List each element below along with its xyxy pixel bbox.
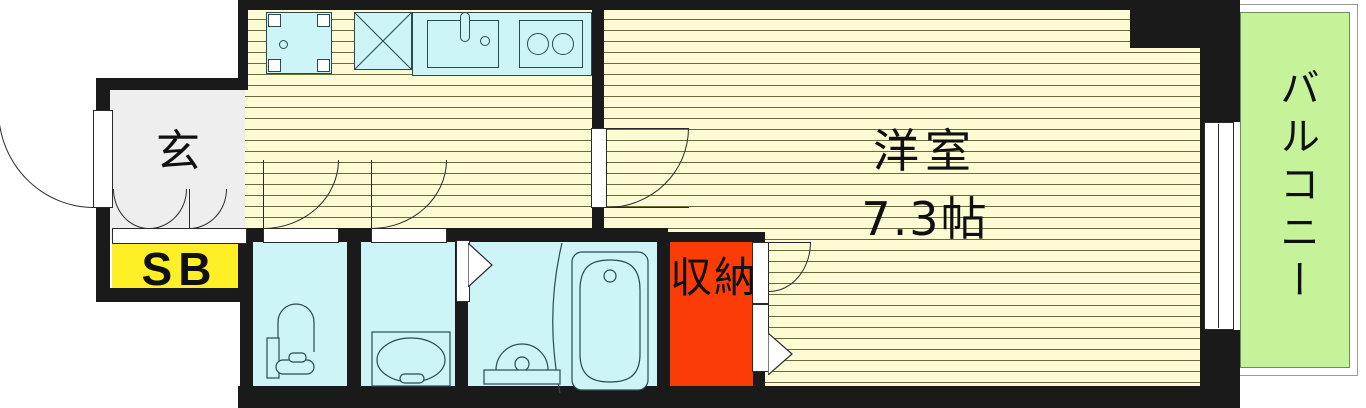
room-door-sill-line bbox=[607, 207, 689, 208]
wall-bathroom-storage bbox=[657, 236, 670, 402]
wall-top-outer bbox=[238, 0, 1240, 10]
washing-machine-foot-br bbox=[317, 59, 330, 72]
refrigerator-space-cross-icon bbox=[354, 12, 412, 70]
washing-machine-drain-icon bbox=[279, 40, 288, 49]
label-storage: 収納 bbox=[670, 253, 759, 302]
washing-machine-foot-bl bbox=[268, 59, 281, 72]
bathroom-door-folding-icon bbox=[468, 243, 493, 287]
bathtub-icon bbox=[571, 251, 649, 391]
wall-genkan-left-top bbox=[96, 78, 110, 112]
wall-right-upper bbox=[1200, 0, 1240, 122]
label-shoe-box: SB bbox=[141, 243, 218, 295]
toilet-bowl-icon bbox=[266, 303, 315, 379]
wall-hallway-bottom bbox=[238, 228, 668, 242]
wall-genkan-bottom bbox=[96, 288, 248, 302]
label-main-room-area: 7.3帖 bbox=[861, 192, 989, 246]
washing-machine-foot-tl bbox=[268, 14, 281, 27]
kitchen-faucet-icon bbox=[460, 12, 470, 42]
shoe-box-door-jamb bbox=[189, 189, 190, 229]
storage-door-head-line bbox=[769, 242, 811, 243]
washroom-door-hinge-line bbox=[371, 160, 372, 229]
wall-right-lower bbox=[1200, 330, 1240, 408]
room-door-head-line bbox=[607, 128, 689, 129]
wall-hallway-room-upper bbox=[592, 8, 604, 128]
entrance-door-leaf[interactable] bbox=[93, 110, 113, 208]
entrance-door-swing-arc bbox=[0, 110, 94, 208]
washing-machine-foot-tr bbox=[317, 14, 330, 27]
wall-storage-top bbox=[663, 232, 758, 242]
balcony-area bbox=[1240, 12, 1350, 368]
wall-genkan-top bbox=[96, 78, 248, 90]
wall-genkan-left-bottom bbox=[96, 206, 110, 302]
storage-door-2-folding-icon bbox=[768, 333, 793, 375]
balcony-window-mullion bbox=[1218, 124, 1219, 328]
wall-right-window-jamb bbox=[1200, 122, 1204, 330]
label-balcony: バルコニー bbox=[1273, 67, 1319, 307]
gas-stove-burner-left bbox=[527, 33, 549, 55]
label-main-room-name: 洋室 bbox=[873, 124, 977, 178]
wall-hallway-room-lower bbox=[592, 208, 604, 242]
toilet-door-hinge-line bbox=[263, 160, 264, 229]
washroom-door-opening[interactable] bbox=[371, 228, 447, 243]
wall-hallway-left-upper bbox=[238, 0, 248, 88]
balcony-window-frame[interactable] bbox=[1204, 122, 1234, 330]
wall-wetblock-left bbox=[240, 240, 253, 402]
shoe-box-opening bbox=[112, 228, 247, 244]
wall-storage-right-bottom bbox=[753, 370, 765, 392]
vanity-basin-icon bbox=[371, 331, 451, 387]
kitchen-sink-drain-icon bbox=[480, 36, 490, 46]
gas-stove-burner-right bbox=[552, 33, 574, 55]
label-genkan: 玄 bbox=[156, 126, 200, 177]
wall-bottom-outer bbox=[238, 386, 1240, 408]
bath-basin-icon bbox=[483, 343, 561, 385]
room-door-leaf[interactable] bbox=[591, 128, 607, 208]
room-storage-floor bbox=[668, 236, 753, 400]
storage-door-2-leaf[interactable] bbox=[752, 304, 769, 372]
toilet-door-opening[interactable] bbox=[263, 228, 339, 243]
wall-toilet-washroom bbox=[347, 240, 361, 402]
shoe-box-area bbox=[112, 243, 247, 291]
